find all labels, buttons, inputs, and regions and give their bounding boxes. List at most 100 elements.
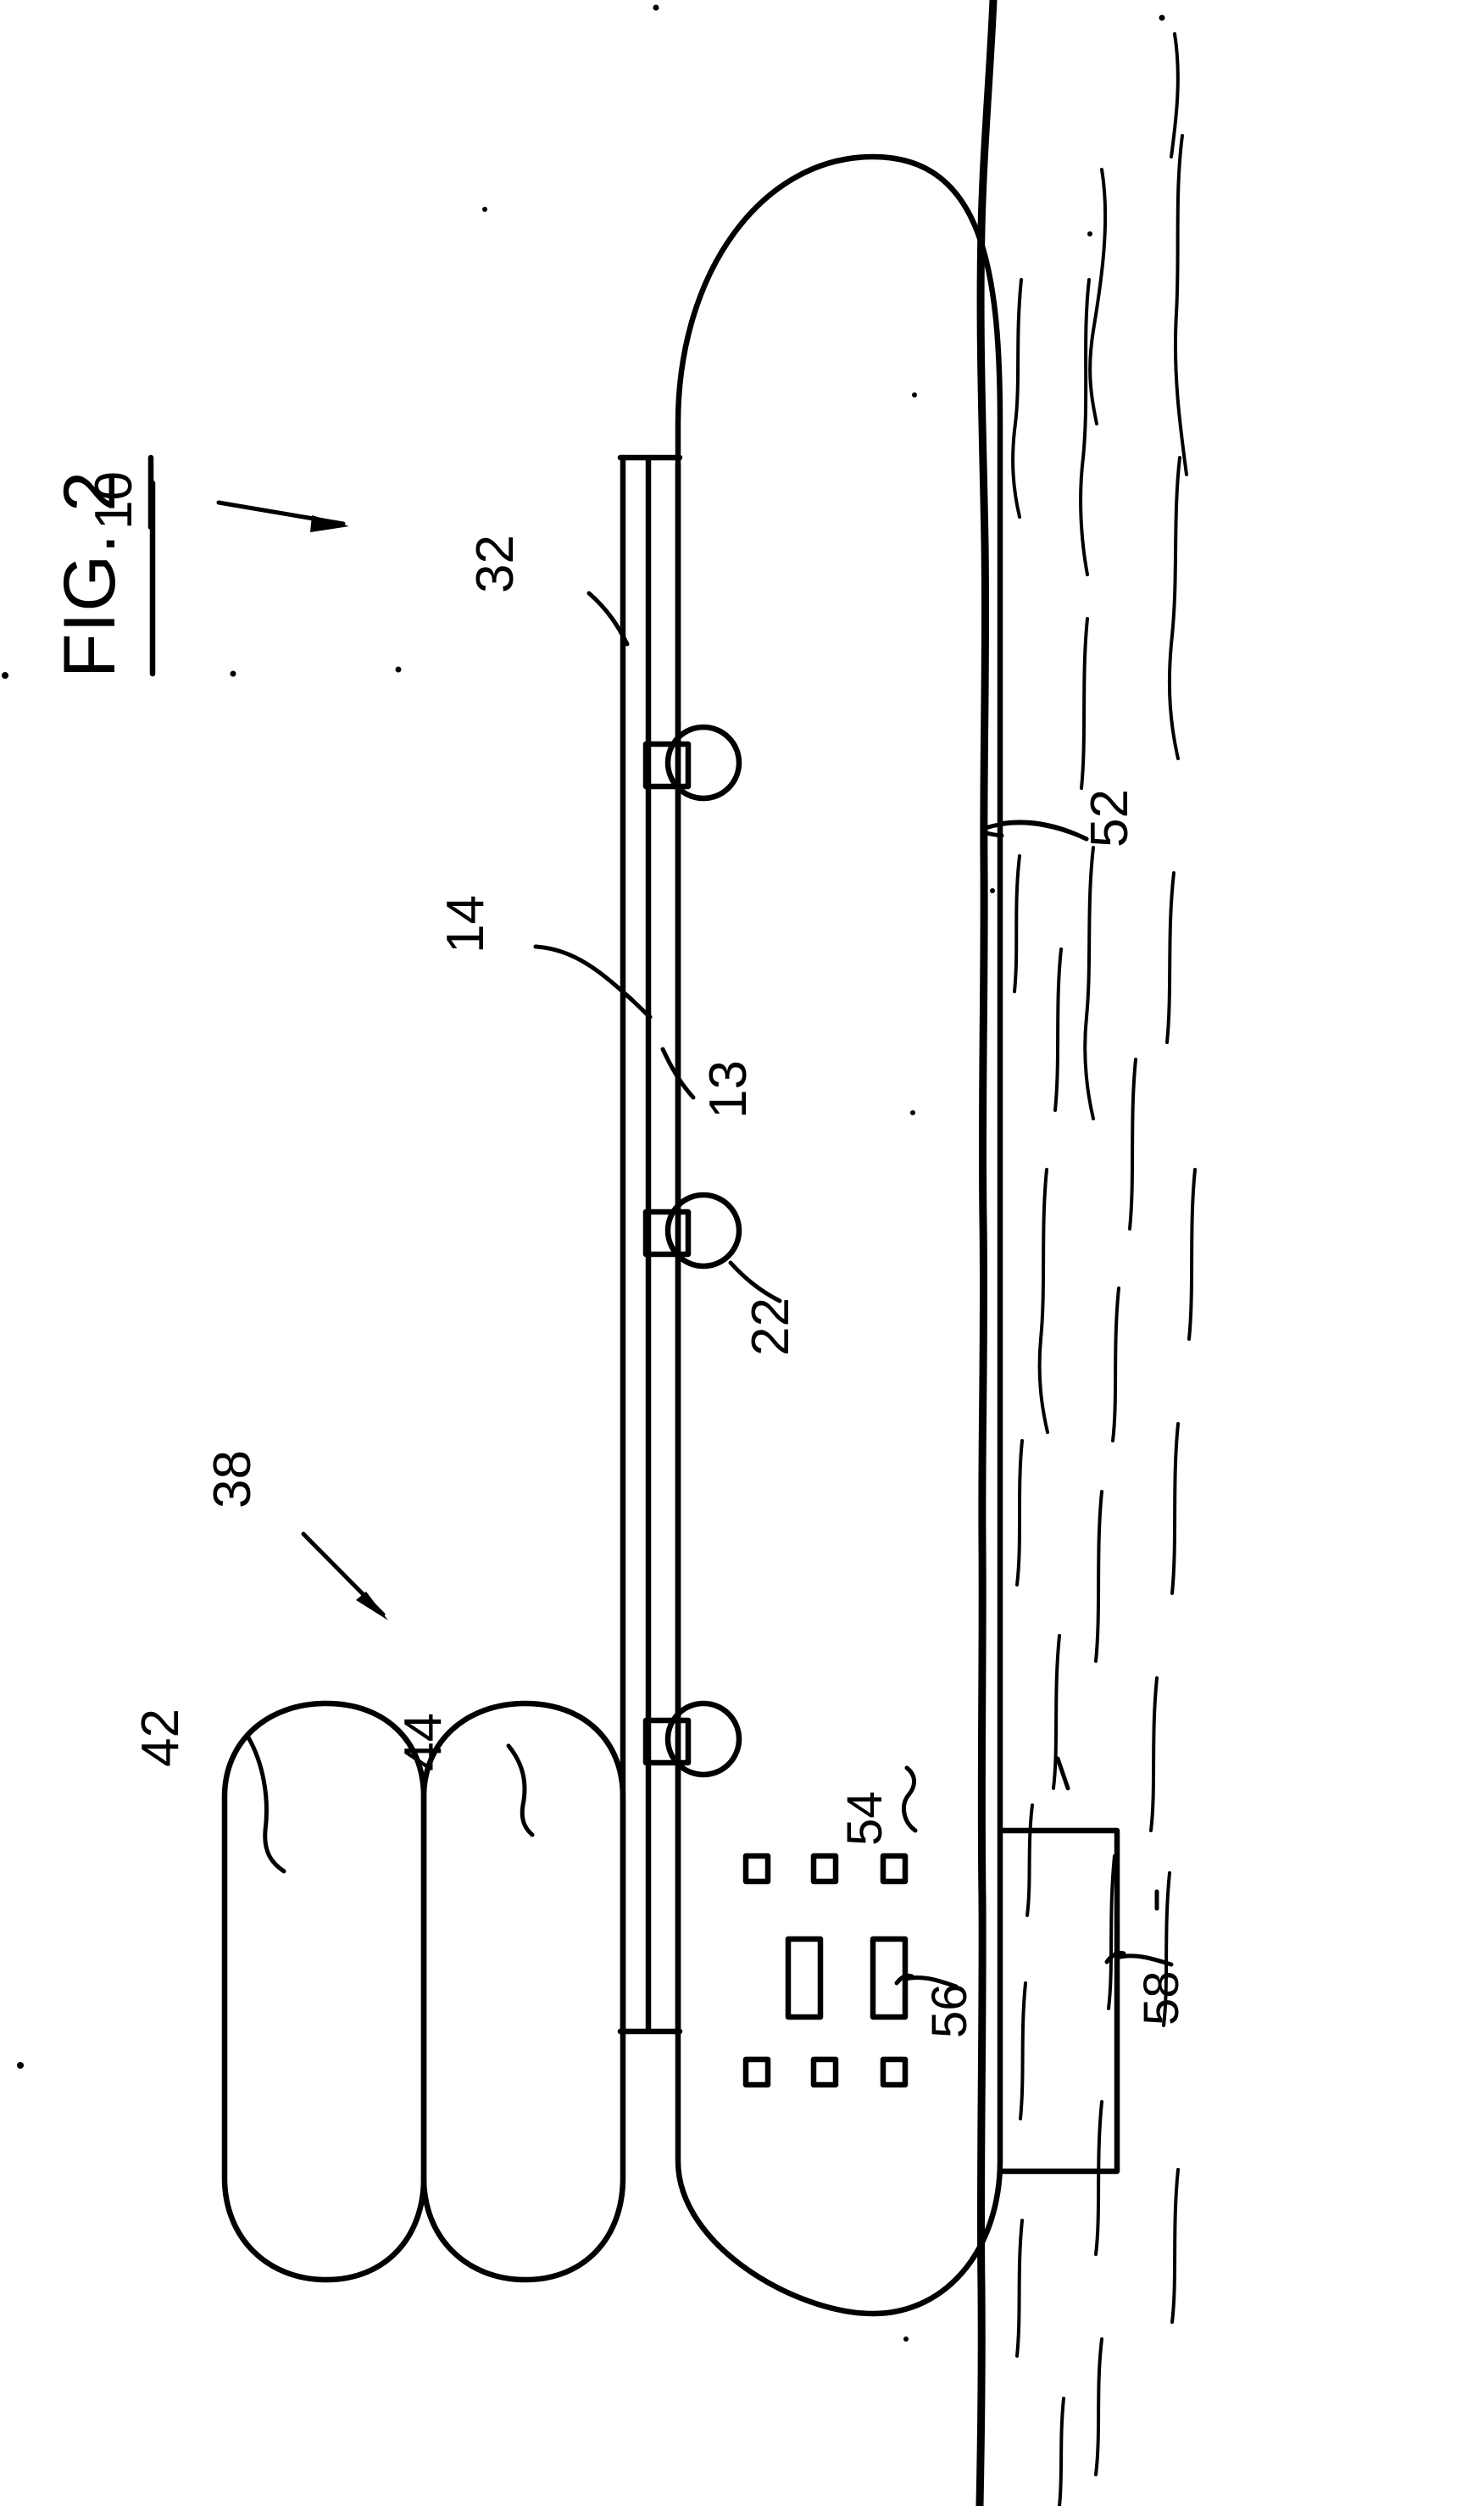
- callout-13-label: 13: [699, 1060, 758, 1119]
- float-circle: [664, 724, 742, 802]
- callout-52-label: 52: [1081, 789, 1139, 847]
- ballast-tanks-group: [221, 1700, 626, 2283]
- scan-speck: [653, 4, 659, 11]
- tick-mark-58b: [1055, 1756, 1070, 1791]
- wave-stroke: [1037, 1168, 1049, 1434]
- hull-outline: [675, 153, 1003, 2317]
- wave-stroke: [1165, 871, 1176, 1044]
- leader-42: [246, 1735, 286, 1874]
- scan-speck: [2, 672, 8, 679]
- scan-speck: [990, 888, 995, 893]
- tank-42: [221, 1700, 427, 2283]
- wave-stroke: [1170, 2168, 1180, 2324]
- hatches-group: [785, 1936, 909, 2020]
- scan-speck: [903, 2337, 909, 2342]
- leader-14-tick: [625, 993, 653, 1020]
- wave-stroke: [1079, 278, 1091, 576]
- wave-stroke: [1167, 456, 1181, 760]
- wave-stroke: [1170, 32, 1180, 158]
- float-arm: [642, 741, 692, 790]
- tank-44: [420, 1700, 626, 2283]
- wave-stroke: [1094, 1490, 1103, 1663]
- scan-speck: [912, 392, 917, 397]
- stern-fin: [997, 1827, 1120, 2175]
- leader-32: [586, 591, 630, 647]
- wave-stroke: [1011, 278, 1023, 519]
- water-surface-group: [975, 0, 998, 2506]
- wave-stroke: [1083, 846, 1095, 1120]
- float-arm: [642, 1209, 692, 1258]
- scan-speck: [1159, 14, 1165, 21]
- leader-58: [1114, 1953, 1174, 1967]
- wave-stroke: [1015, 1439, 1024, 1586]
- leader-22: [728, 1260, 782, 1303]
- float-middle: [642, 1192, 742, 1270]
- wave-stroke: [1187, 1168, 1197, 1341]
- small-port: [880, 2056, 909, 2088]
- callout-38-label: 38: [203, 1450, 262, 1509]
- callout-10-group: 10: [85, 454, 154, 531]
- figure-title: FIG. 2: [49, 470, 131, 678]
- callout-58-label: 58: [1134, 1970, 1189, 2025]
- scan-speck: [230, 670, 236, 677]
- callout-54-label: 54: [837, 1791, 892, 1846]
- wave-stroke: [1025, 1803, 1034, 1917]
- small-port: [880, 1853, 909, 1885]
- floats-group: [642, 724, 742, 1778]
- leader-56-tick: [894, 1973, 914, 1986]
- water-surface-line: [975, 0, 998, 2506]
- wave-stroke: [1019, 1981, 1027, 2120]
- wave-stroke: [1053, 947, 1063, 1112]
- wave-stroke: [1107, 1854, 1116, 2010]
- arrowhead-38: [356, 1592, 388, 1620]
- scan-specks-group: [2, 4, 1165, 2342]
- small-port: [742, 2056, 771, 2088]
- leader-14: [533, 944, 635, 1003]
- arrowhead-10: [310, 515, 349, 532]
- small-port: [810, 1853, 839, 1885]
- float-circle: [664, 1700, 742, 1778]
- leader-13: [660, 1047, 696, 1100]
- scan-speck: [1087, 231, 1092, 236]
- leader-54: [901, 1765, 918, 1833]
- small-port: [742, 1853, 771, 1885]
- scan-speck: [910, 1110, 915, 1115]
- scan-speck: [395, 666, 402, 673]
- callout-32-label: 32: [466, 535, 525, 593]
- callout-10-label: 10: [85, 471, 143, 530]
- float-lower: [642, 1700, 742, 1778]
- vessel-hull-group: [675, 153, 1003, 2317]
- callout-56-label: 56: [922, 1983, 977, 2038]
- figure-title-group: FIG. 2: [49, 470, 156, 678]
- rect-hatch: [785, 1936, 824, 2020]
- leader-56: [903, 1975, 959, 1989]
- wave-stroke: [1052, 1634, 1061, 1790]
- callout-42-label: 42: [131, 1709, 190, 1767]
- scan-speck: [17, 2062, 24, 2069]
- wave-stroke: [1013, 854, 1021, 993]
- callout-44-label: 44: [394, 1713, 453, 1771]
- callout-14-label: 14: [436, 895, 495, 953]
- leader-52b: [998, 820, 1089, 842]
- stern-fin-group: [997, 1827, 1120, 2175]
- wave-stroke: [1094, 2100, 1103, 2256]
- wave-stroke: [1015, 2219, 1024, 2358]
- leader-lines-group: [216, 500, 1174, 1989]
- wave-stroke: [1173, 134, 1188, 476]
- water-waves-group: [1011, 32, 1197, 2506]
- float-arm: [642, 1717, 692, 1766]
- leader-44: [506, 1743, 535, 1837]
- float-upper: [642, 724, 742, 802]
- callout-22-label: 22: [742, 1297, 800, 1356]
- wave-stroke: [1170, 1422, 1180, 1595]
- wave-stroke: [1128, 1058, 1137, 1231]
- scan-speck: [482, 207, 487, 212]
- float-circle: [664, 1192, 742, 1270]
- small-ports-group: [742, 1853, 909, 2088]
- wave-stroke: [1080, 617, 1089, 790]
- wave-stroke: [1088, 168, 1108, 425]
- wave-stroke: [1111, 1286, 1120, 1442]
- small-port: [810, 2056, 839, 2088]
- wave-stroke: [1058, 2397, 1065, 2506]
